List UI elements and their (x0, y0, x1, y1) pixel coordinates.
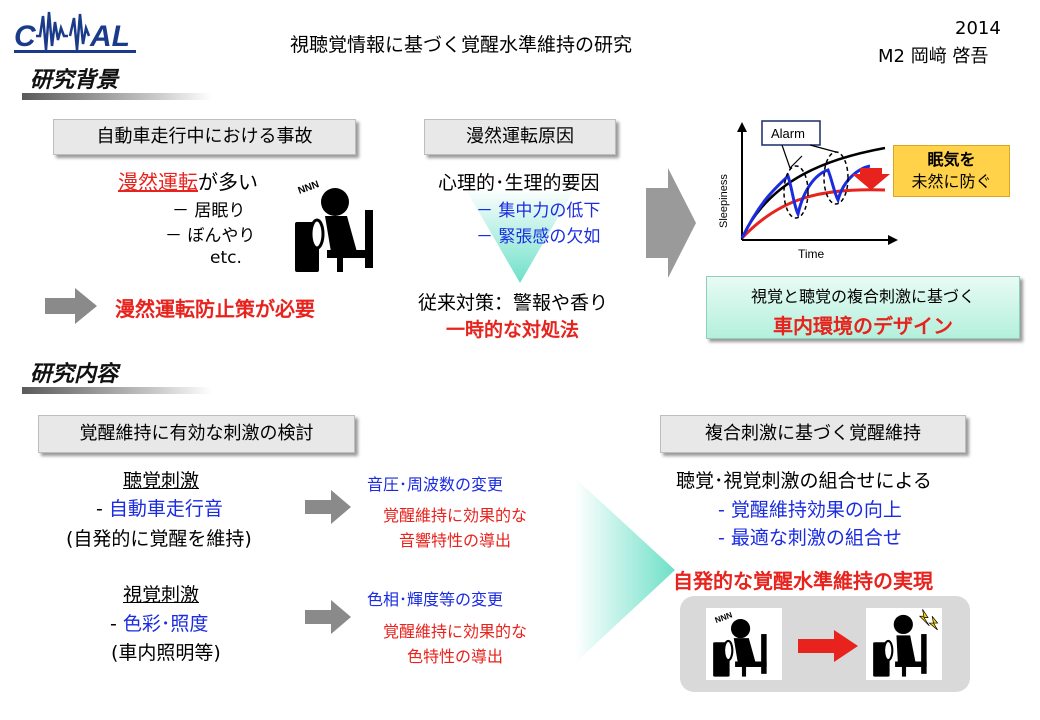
visual-result-2: 色特性の導出 (406, 647, 503, 666)
item-dozing: － 居眠り (172, 201, 246, 221)
teal-down-arrow (465, 188, 575, 287)
design-line-2: 車内環境のデザイン (773, 314, 953, 338)
sleepiness-chart: Alarm Sleepiness Time (710, 118, 900, 263)
complex-box: 複合刺激に基づく覚醒維持 (660, 415, 966, 453)
auditory-result-2: 音響特性の導出 (398, 531, 511, 550)
year: 2014 (955, 18, 1001, 39)
section-title-background: 研究背景 (30, 68, 119, 93)
auditory-note: (自発的に覚醒を維持) (66, 528, 252, 550)
visual-item: 色彩･照度 (122, 613, 209, 635)
camal-logo: C AL (12, 6, 142, 56)
svg-text:AL: AL (89, 20, 130, 53)
design-line-1: 視覚と聴覚の複合刺激に基づく (750, 287, 975, 306)
teal-right-arrow (575, 478, 675, 667)
alert-driver-icon (866, 608, 942, 680)
careless-rest: が多い (198, 170, 258, 194)
item-absent: － ぼんやり (165, 226, 256, 246)
auditory-change: 音圧･周波数の変更 (367, 475, 504, 494)
visual-dash: - (110, 613, 123, 635)
prevent-box: 眠気を 未然に防ぐ (893, 145, 1010, 197)
section-underline (22, 93, 212, 100)
accident-box: 自動車走行中における事故 (53, 119, 356, 155)
svg-text:NNN: NNN (297, 179, 321, 197)
conventional-measures: 従来対策：警報や香り (418, 292, 609, 314)
gray-arrow-icon (305, 600, 351, 638)
red-arrow-icon (798, 630, 858, 666)
study-box: 覚醒維持に有効な刺激の検討 (38, 415, 355, 453)
careless-driving-line: 漫然運転が多い (118, 166, 258, 195)
section-underline (22, 387, 212, 394)
gray-arrow-icon (45, 288, 97, 328)
combo-intro: 聴覚･視覚刺激の組合せによる (676, 470, 932, 492)
prevent-line-1: 眠気を (927, 150, 976, 169)
visual-item-line: - 色彩･照度 (110, 609, 208, 636)
section-title-content: 研究内容 (30, 362, 119, 387)
need-text: 漫然運転防止策が必要 (115, 297, 315, 321)
realize-text: 自発的な覚醒水準維持の実現 (673, 569, 933, 593)
svg-text:NNN: NNN (714, 610, 734, 625)
cause-item-2: － 緊張感の欠如 (476, 227, 601, 247)
combo-item-2: - 最適な刺激の組合せ (718, 527, 902, 549)
auditory-item: 自動車走行音 (108, 498, 223, 520)
result-illustration-panel: NNN (680, 596, 970, 692)
item-etc: etc. (210, 248, 242, 268)
drowsy-driver-icon: NNN (706, 608, 782, 680)
visual-title: 視覚刺激 (123, 584, 200, 606)
chart-alarm-label: Alarm (771, 126, 805, 141)
chart-y-label: Sleepiness (718, 174, 730, 228)
chart-x-label: Time (798, 247, 825, 261)
gray-arrow-icon (305, 490, 351, 528)
visual-note: (車内照明等) (111, 642, 221, 664)
cause-item-1: － 集中力の低下 (476, 201, 601, 221)
design-box: 視覚と聴覚の複合刺激に基づく 車内環境のデザイン (706, 276, 1020, 339)
auditory-item-line: - 自動車走行音 (96, 494, 223, 521)
combo-item-1: - 覚醒維持効果の向上 (718, 499, 902, 521)
big-gray-arrow-icon (646, 168, 696, 282)
svg-text:C: C (14, 20, 37, 53)
author: M2 岡﨑 啓吾 (878, 46, 989, 67)
auditory-title: 聴覚刺激 (123, 470, 200, 492)
cause-box: 漫然運転原因 (424, 119, 616, 155)
page-title: 視聴覚情報に基づく覚醒水準維持の研究 (290, 34, 633, 56)
prevent-line-2: 未然に防ぐ (911, 172, 992, 191)
cause-heading: 心理的･生理的要因 (438, 172, 600, 194)
visual-result-1: 覚醒維持に効果的な (382, 622, 527, 641)
visual-change: 色相･輝度等の変更 (367, 590, 504, 609)
auditory-dash: - (96, 498, 109, 520)
auditory-result-1: 覚醒維持に効果的な (382, 506, 527, 525)
careless-highlight: 漫然運転 (118, 170, 198, 194)
drowsy-driver-icon: NNN (285, 172, 395, 277)
temporary-measure: 一時的な対処法 (446, 319, 580, 341)
